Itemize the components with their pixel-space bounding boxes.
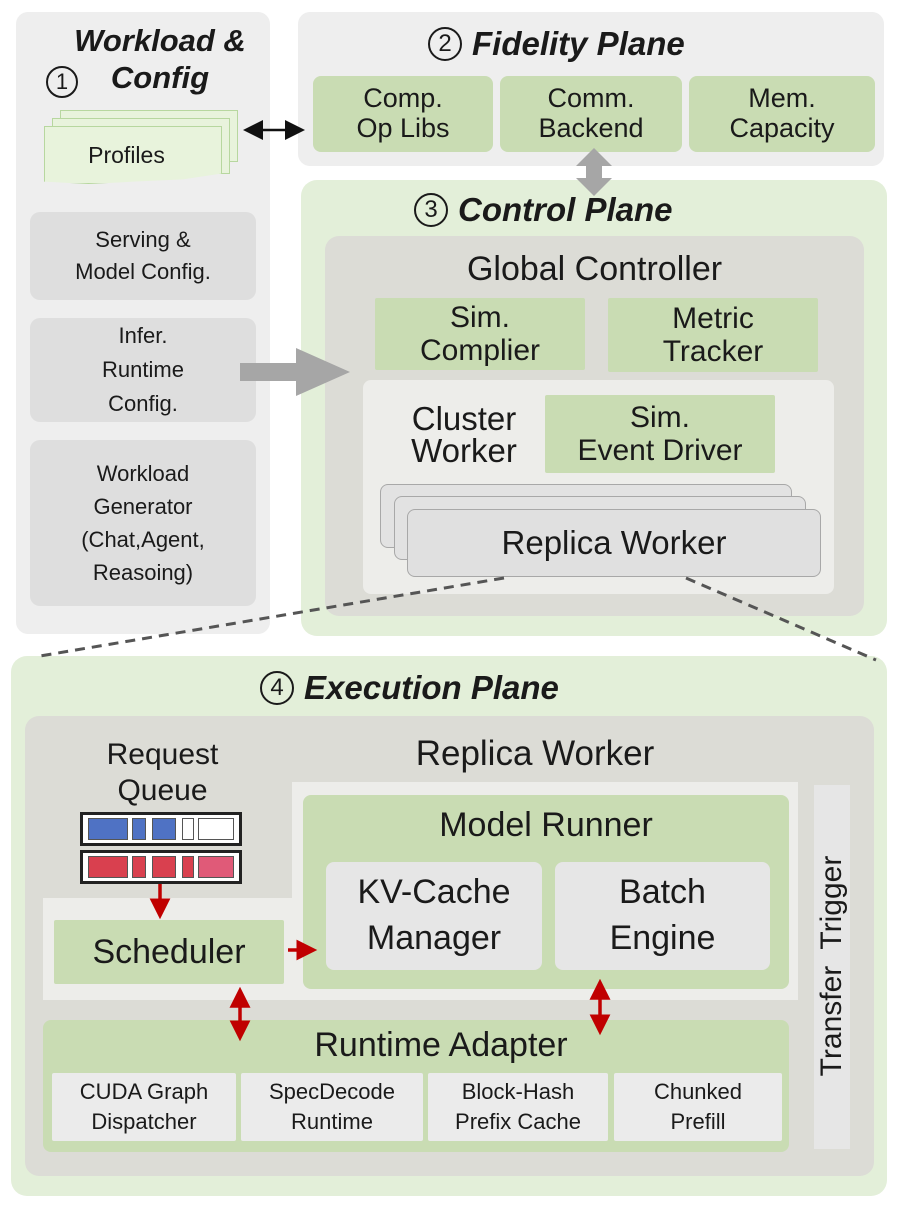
cluster-worker-label: Cluster Worker bbox=[411, 399, 517, 469]
serving-model-config-box: Serving & Model Config. bbox=[30, 212, 256, 300]
adapter-specdecode-runtime: SpecDecode Runtime bbox=[241, 1073, 423, 1141]
profiles-label: Profiles bbox=[88, 141, 165, 168]
queue-slot bbox=[152, 818, 176, 840]
fidelity-control-arrow bbox=[576, 148, 612, 196]
adapter-chunked-prefill: Chunked Prefill bbox=[614, 1073, 782, 1141]
queue-slot bbox=[198, 818, 234, 840]
profiles-stack: Profiles bbox=[44, 110, 244, 190]
workload-config-title: 1 Workload & Config bbox=[40, 22, 260, 102]
comm-backend-box: Comm. Backend bbox=[500, 76, 682, 152]
model-runner-label: Model Runner bbox=[439, 805, 653, 844]
workload-generator-box: Workload Generator (Chat,Agent, Reasoing… bbox=[30, 440, 256, 606]
fidelity-plane-title: 2 Fidelity Plane bbox=[428, 22, 768, 66]
queue-slot bbox=[182, 818, 194, 840]
replica-worker-label: Replica Worker bbox=[415, 734, 655, 773]
queue-slot bbox=[88, 856, 128, 878]
kv-cache-manager-box: KV-Cache Manager bbox=[326, 862, 542, 970]
step-number-1: 1 bbox=[46, 66, 78, 98]
metric-tracker-box: Metric Tracker bbox=[608, 298, 818, 372]
inference-runtime-config-box: Infer. Runtime Config. bbox=[30, 318, 256, 422]
runtime-adapter-label: Runtime Adapter bbox=[314, 1025, 568, 1064]
step-number-2: 2 bbox=[428, 27, 462, 61]
queue-slot bbox=[132, 818, 146, 840]
queue-slot bbox=[152, 856, 176, 878]
control-plane-title: 3 Control Plane bbox=[414, 188, 754, 232]
sim-event-driver-box: Sim. Event Driver bbox=[545, 395, 775, 473]
adapter-cuda-graph-dispatcher: CUDA Graph Dispatcher bbox=[52, 1073, 236, 1141]
execution-plane-title: 4 Execution Plane bbox=[260, 666, 660, 710]
mem-capacity-box: Mem. Capacity bbox=[689, 76, 875, 152]
request-queue-label: Request Queue bbox=[106, 738, 219, 807]
step-number-4: 4 bbox=[260, 671, 294, 705]
queue-slot bbox=[88, 818, 128, 840]
queue-slot bbox=[182, 856, 194, 878]
scheduler-box: Scheduler bbox=[54, 920, 284, 984]
workload-config-title-text: Workload & Config bbox=[74, 23, 246, 96]
transfer-trigger-box bbox=[814, 785, 850, 1149]
global-controller-label: Global Controller bbox=[466, 249, 723, 288]
fidelity-plane-title-text: Fidelity Plane bbox=[472, 25, 685, 62]
batch-engine-box: Batch Engine bbox=[555, 862, 770, 970]
zoom-line-left bbox=[39, 576, 505, 658]
queue-slot bbox=[132, 856, 146, 878]
replica-worker-card-front: Replica Worker bbox=[407, 509, 821, 577]
comp-op-libs-box: Comp. Op Libs bbox=[313, 76, 493, 152]
queue-slot bbox=[198, 856, 234, 878]
execution-plane-title-text: Execution Plane bbox=[304, 669, 559, 706]
adapter-block-hash-prefix-cache: Block-Hash Prefix Cache bbox=[428, 1073, 608, 1141]
sim-compiler-box: Sim. Complier bbox=[375, 298, 585, 370]
zoom-line-right bbox=[685, 576, 877, 662]
control-plane-title-text: Control Plane bbox=[458, 191, 673, 228]
step-number-3: 3 bbox=[414, 193, 448, 227]
config-to-control-arrow bbox=[240, 348, 350, 396]
